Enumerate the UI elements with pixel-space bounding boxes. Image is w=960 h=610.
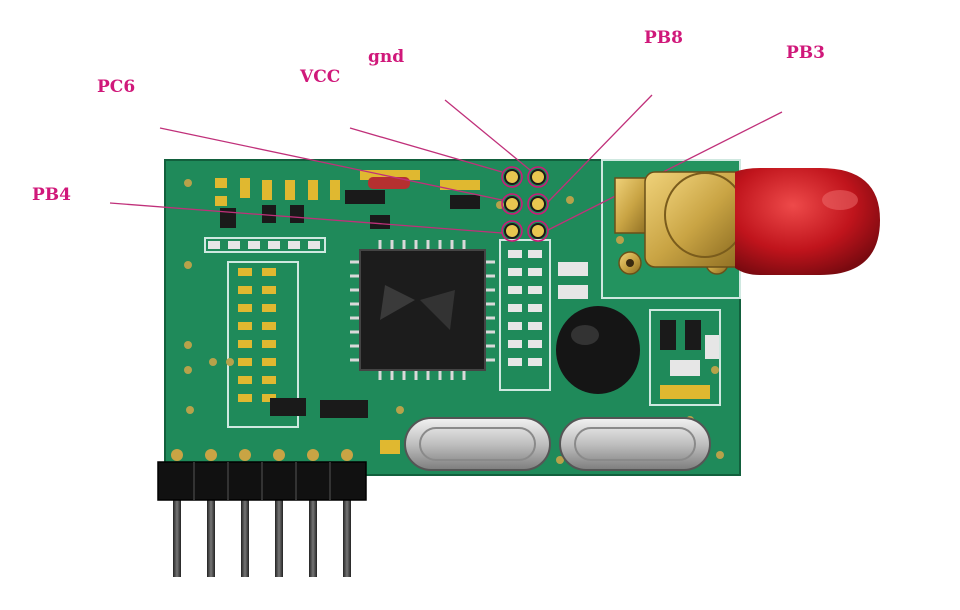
soic-chip	[238, 268, 276, 402]
leader-line-pc6	[159, 127, 503, 201]
red-resistor	[368, 177, 410, 189]
sma-antenna-icon	[614, 168, 880, 275]
leader-line-pb4	[109, 202, 503, 234]
leader-line-gnd	[444, 99, 531, 171]
black-component	[556, 306, 640, 394]
isp-pads	[504, 169, 546, 239]
isp-pad-highlights	[501, 166, 549, 242]
leader-line-vcc	[349, 127, 503, 173]
label-pc6: PC6	[97, 77, 136, 97]
crystal-oscillators	[404, 417, 711, 471]
leader-line-pb3	[547, 111, 783, 231]
pin-header-icon	[157, 449, 367, 577]
qfp-ic-icon	[350, 240, 495, 380]
label-vcc: VCC	[300, 67, 341, 87]
smd-components	[208, 170, 480, 249]
component-highlight	[571, 325, 599, 345]
label-pb8: PB8	[644, 28, 683, 48]
label-pb3: PB3	[786, 43, 825, 63]
leader-lines	[109, 94, 783, 234]
label-gnd: gnd	[368, 47, 405, 67]
label-pb4: PB4	[32, 185, 71, 205]
leader-line-pb8	[547, 94, 653, 203]
resistor-array	[508, 250, 588, 366]
bottom-parts	[270, 398, 400, 454]
rf-section-parts	[660, 320, 719, 399]
